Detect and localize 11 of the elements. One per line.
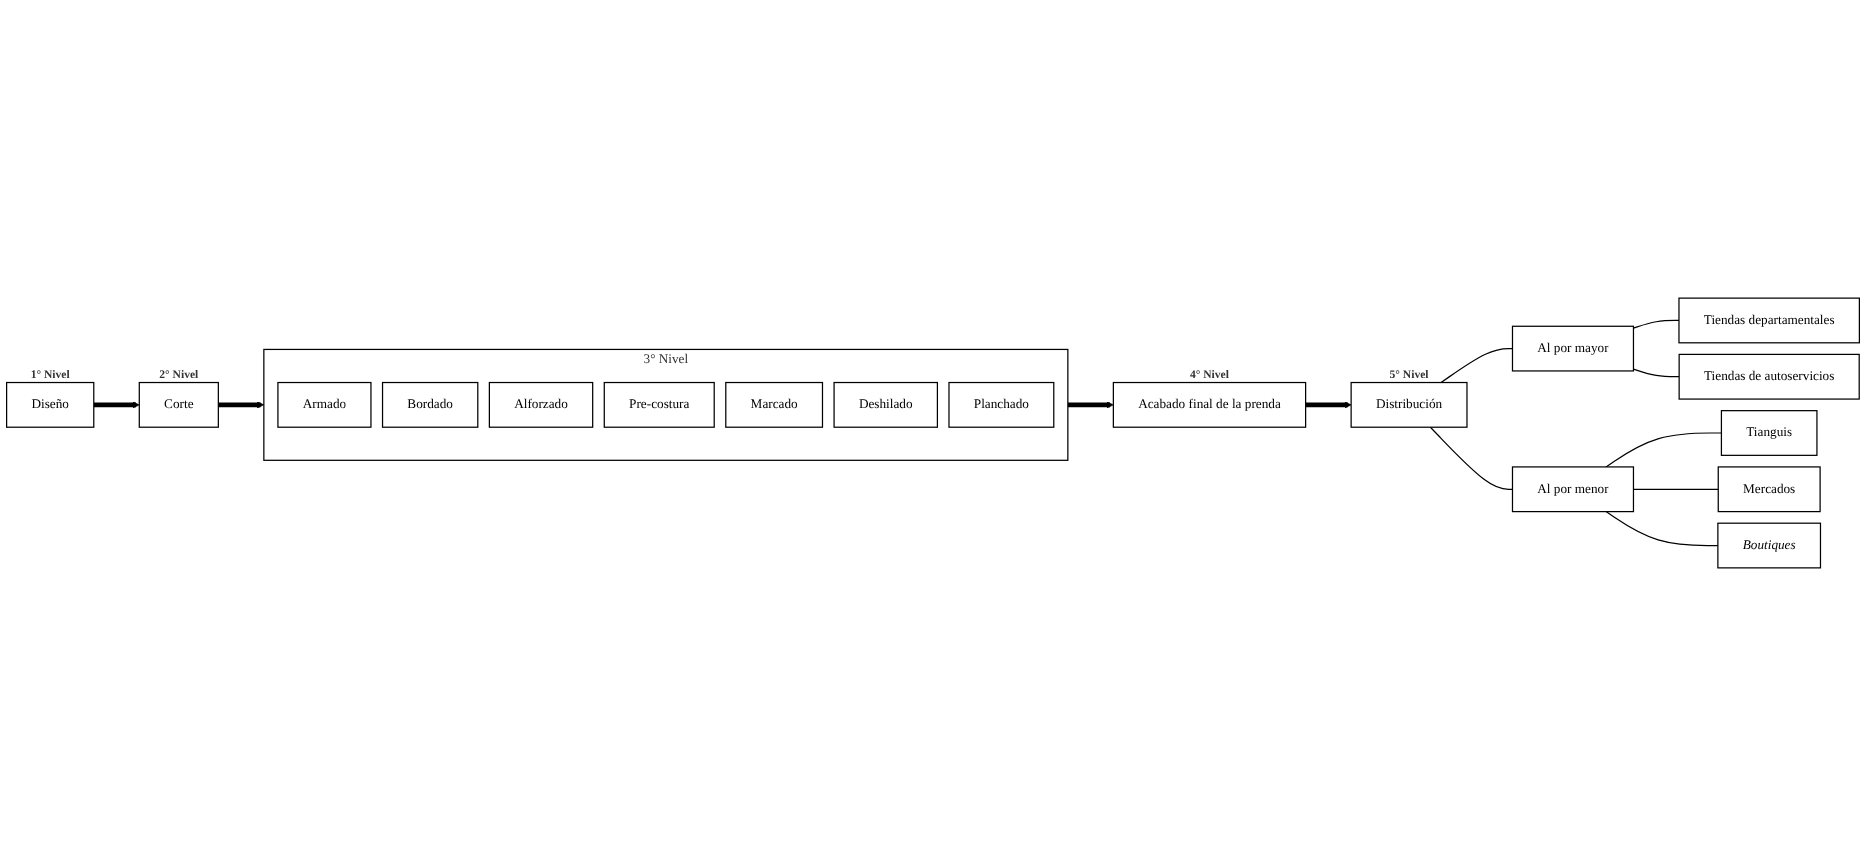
connector — [1605, 432, 1723, 468]
arrow — [1305, 401, 1352, 409]
connector — [1605, 511, 1719, 547]
arrow — [93, 401, 140, 409]
arrow — [1067, 401, 1114, 409]
connector — [1440, 348, 1514, 384]
connector — [1429, 426, 1514, 490]
connector — [1632, 488, 1719, 490]
connector — [1632, 368, 1680, 378]
connector — [1632, 319, 1680, 329]
arrow — [218, 401, 265, 409]
